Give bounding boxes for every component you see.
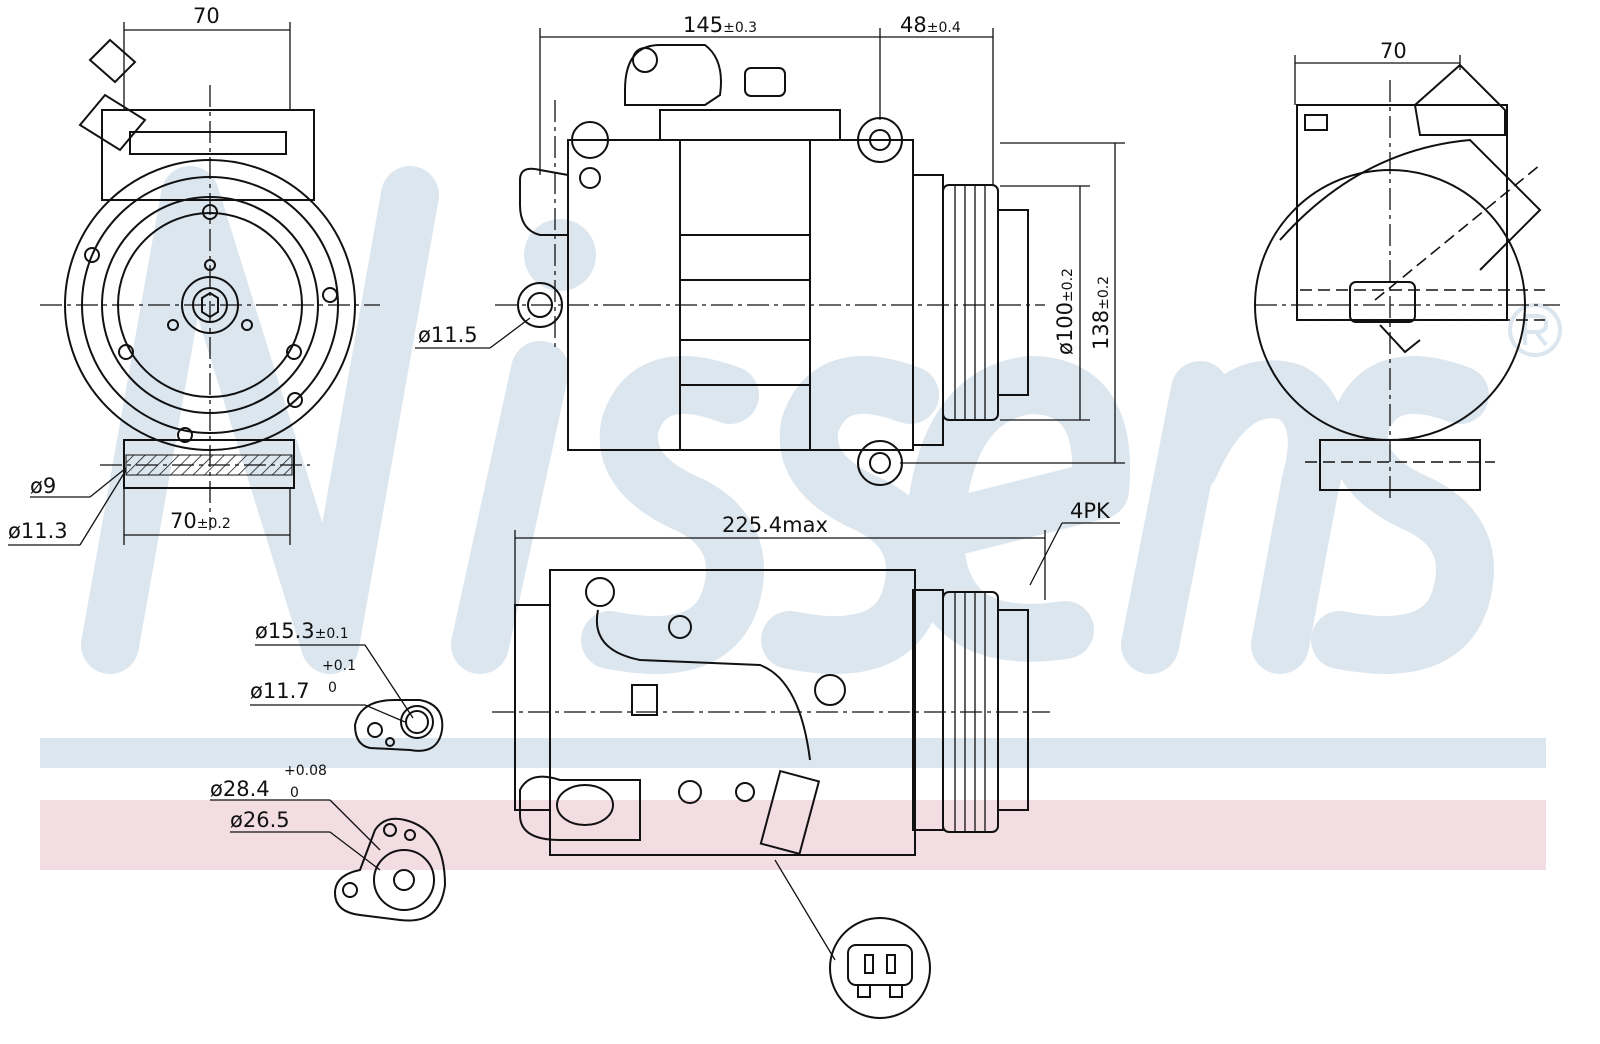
svg-text:ø11.5: ø11.5 (418, 323, 478, 347)
svg-text:0: 0 (328, 680, 337, 696)
dim-front-mount-width: 70±0.2 (123, 488, 291, 545)
suction-port-detail: ø15.3±0.1 ø11.7 +0.1 0 (250, 619, 444, 752)
nissens-watermark (81, 166, 1494, 674)
discharge-port-detail: ø28.4 +0.08 0 ø26.5 (210, 763, 447, 922)
dim-side-hole: ø11.5 (415, 317, 531, 349)
svg-text:0: 0 (290, 785, 299, 801)
svg-text:70±0.2: 70±0.2 (170, 509, 231, 533)
svg-text:ø11.3: ø11.3 (8, 519, 68, 543)
dim-front-top-width: 70 (123, 4, 291, 110)
dim-pulley-diameter: ø100±0.2 (1000, 185, 1090, 421)
dim-height: 138±0.2 (900, 142, 1125, 464)
svg-text:ø26.5: ø26.5 (230, 808, 290, 832)
svg-text:48±0.4: 48±0.4 (900, 13, 961, 37)
dim-belt-type: 4PK (1029, 499, 1120, 586)
svg-text:ø100±0.2: ø100±0.2 (1053, 268, 1077, 355)
connector-detail (774, 859, 931, 1019)
svg-text:4PK: 4PK (1070, 499, 1111, 523)
svg-text:70: 70 (193, 4, 220, 28)
svg-text:ø11.7: ø11.7 (250, 679, 310, 703)
svg-text:70: 70 (1380, 39, 1407, 63)
rear-view (1254, 63, 1560, 500)
svg-text:145±0.3: 145±0.3 (683, 13, 757, 37)
svg-text:138±0.2: 138±0.2 (1089, 276, 1113, 350)
top-view (492, 569, 1050, 856)
side-view (495, 44, 1045, 486)
dim-front-holes: ø9 ø11.3 (8, 467, 127, 546)
svg-text:+0.08: +0.08 (284, 763, 327, 779)
dim-rear-width: 70 (1294, 39, 1461, 105)
svg-text:ø9: ø9 (30, 474, 56, 498)
svg-text:ø28.4: ø28.4 (210, 777, 270, 801)
dim-overall-length: 225.4max (514, 513, 1046, 610)
front-view (40, 38, 380, 530)
svg-text:ø15.3±0.1: ø15.3±0.1 (255, 619, 349, 643)
svg-text:+0.1: +0.1 (322, 658, 356, 674)
pink-band (40, 800, 1546, 870)
dim-side-length: 145±0.3 (539, 13, 881, 175)
blue-band (40, 738, 1546, 768)
svg-text:225.4max: 225.4max (722, 513, 828, 537)
dim-side-clutch: 48±0.4 (880, 13, 994, 185)
